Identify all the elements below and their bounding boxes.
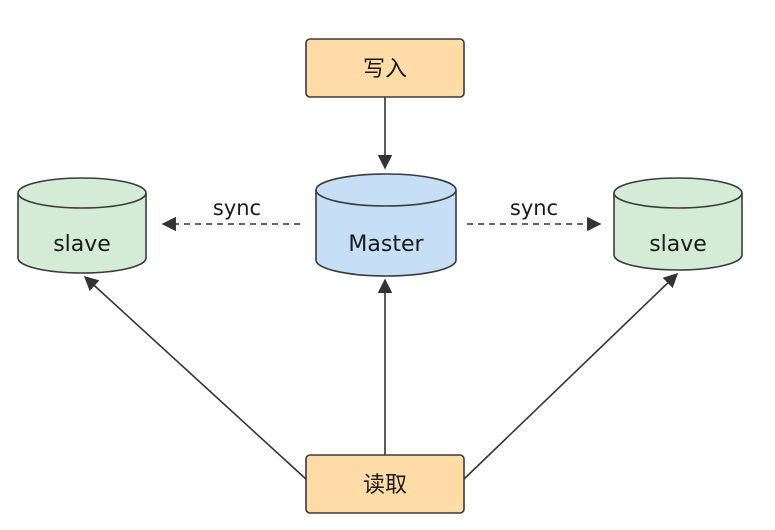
arrow-read-from-right-slave xyxy=(462,273,679,481)
write-node-label: 写入 xyxy=(363,57,407,82)
sync-label-right: sync xyxy=(510,196,558,220)
write-node: 写入 xyxy=(305,38,465,98)
right-slave-node-label: slave xyxy=(649,232,707,257)
read-node: 读取 xyxy=(305,454,465,514)
left-slave-node-label: slave xyxy=(53,232,111,257)
master-node-label: Master xyxy=(348,232,424,257)
master-database-icon: Master xyxy=(315,173,457,277)
left-slave-database-icon: slave xyxy=(17,177,147,274)
read-node-label: 读取 xyxy=(363,473,407,498)
arrow-read-from-left-slave xyxy=(83,276,308,481)
right-slave-database-icon: slave xyxy=(613,177,743,271)
sync-label-left: sync xyxy=(213,196,261,220)
